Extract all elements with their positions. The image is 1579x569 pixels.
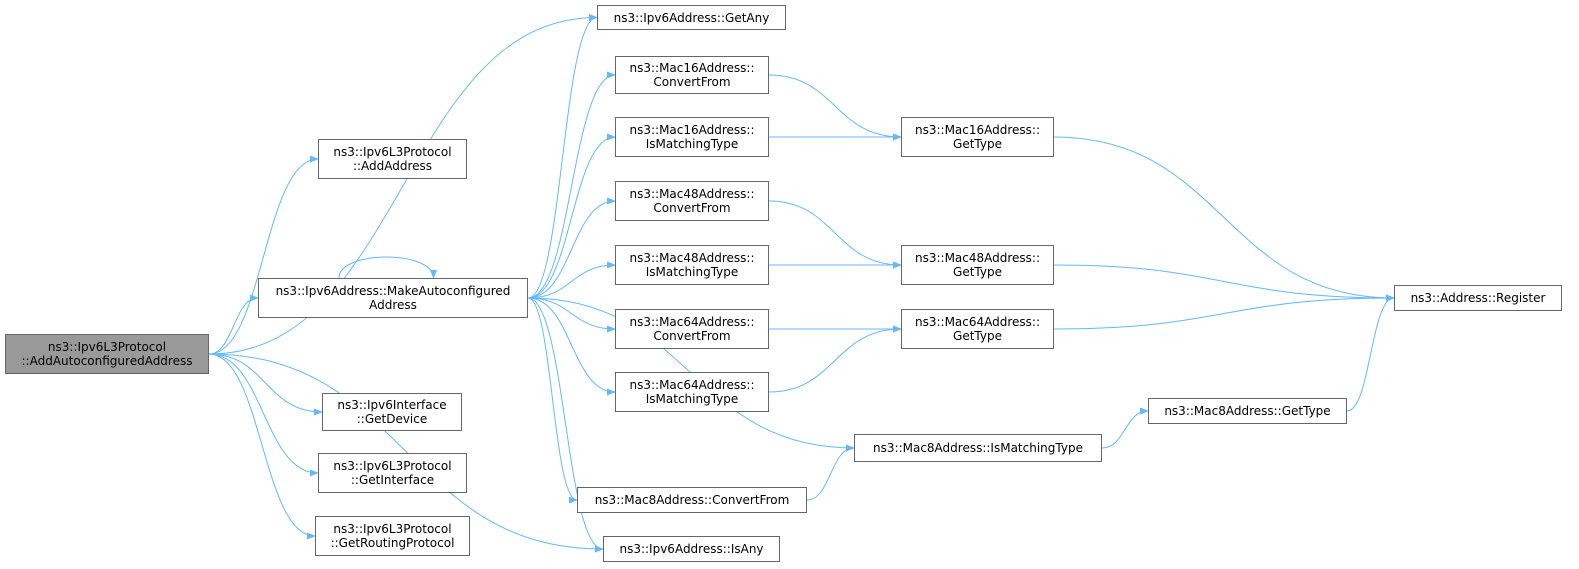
node-label-line: ns3::Ipv6Address::MakeAutoconfigured <box>275 284 511 298</box>
node-label-line: ns3::Ipv6L3Protocol <box>47 340 167 354</box>
node-label-line: ns3::Ipv6L3Protocol <box>333 145 452 159</box>
node-m16type[interactable]: ns3::Mac16Address::GetType <box>901 117 1054 157</box>
edge-m8conv-to-m8match <box>806 444 855 501</box>
edge-makeauto-to-m48conv <box>527 197 616 299</box>
node-label-line: ns3::Mac48Address:: <box>629 187 755 201</box>
edge-makeauto-to-m64match <box>527 297 616 396</box>
node-label-line: IsMatchingType <box>645 137 739 151</box>
edge-makeauto-to-getany <box>527 13 598 299</box>
node-isany[interactable]: ns3::Ipv6Address::IsAny <box>603 536 780 562</box>
node-getany[interactable]: ns3::Ipv6Address::GetAny <box>597 5 786 30</box>
edge-m64type-to-register <box>1053 294 1395 330</box>
edge-root-to-getany <box>208 13 598 355</box>
node-label-line: ns3::Mac64Address:: <box>629 378 755 392</box>
node-m16conv[interactable]: ns3::Mac16Address::ConvertFrom <box>615 56 769 94</box>
node-m64type[interactable]: ns3::Mac64Address::GetType <box>901 309 1054 349</box>
edge-root-to-isany <box>208 353 604 553</box>
node-label-line: ns3::Mac16Address:: <box>629 61 755 75</box>
node-label-line: GetType <box>953 329 1002 343</box>
node-label-line: ::AddAddress <box>352 159 433 173</box>
node-label-line: ns3::Ipv6Address::IsAny <box>619 542 764 556</box>
edge-makeauto-to-m16match <box>527 133 616 299</box>
edge-m8type-to-register <box>1346 294 1395 412</box>
edge-root-to-addaddress <box>208 155 319 355</box>
edge-m16type-to-register <box>1053 136 1395 302</box>
node-label-line: ::GetRoutingProtocol <box>330 536 455 550</box>
node-register[interactable]: ns3::Address::Register <box>1394 285 1562 311</box>
node-label-line: ns3::Mac64Address:: <box>629 315 755 329</box>
edge-m16conv-to-m16type <box>768 74 902 141</box>
node-m48type[interactable]: ns3::Mac48Address::GetType <box>901 245 1054 285</box>
node-label-line: ::GetDevice <box>356 412 428 426</box>
node-label-line: ::GetInterface <box>350 473 435 487</box>
node-getdevice[interactable]: ns3::Ipv6Interface::GetDevice <box>322 393 462 431</box>
edge-root-to-getdevice <box>208 353 323 416</box>
node-label-line: ns3::Mac16Address:: <box>629 123 755 137</box>
node-label-line: ::AddAutoconfiguredAddress <box>21 354 193 368</box>
node-label-line: Address <box>369 298 417 312</box>
node-addaddress[interactable]: ns3::Ipv6L3Protocol::AddAddress <box>318 139 467 179</box>
node-label-line: IsMatchingType <box>645 392 739 406</box>
node-m8type[interactable]: ns3::Mac8Address::GetType <box>1148 398 1347 424</box>
node-m64match[interactable]: ns3::Mac64Address::IsMatchingType <box>615 372 769 412</box>
node-label-line: ns3::Ipv6Address::GetAny <box>613 10 770 25</box>
node-label-line: ns3::Ipv6Interface <box>337 398 447 412</box>
node-label-line: GetType <box>953 137 1002 151</box>
edge-m64match-to-m64type <box>768 325 902 393</box>
edge-makeauto-to-isany <box>527 297 604 553</box>
node-label-line: ConvertFrom <box>653 201 731 215</box>
node-label-line: ns3::Mac8Address::ConvertFrom <box>594 493 790 507</box>
node-label-line: ns3::Mac64Address:: <box>914 315 1041 329</box>
edge-makeauto-to-m16conv <box>527 71 616 299</box>
node-m8match[interactable]: ns3::Mac8Address::IsMatchingType <box>854 434 1102 462</box>
edge-makeauto-to-makeauto <box>338 256 438 279</box>
node-m8conv[interactable]: ns3::Mac8Address::ConvertFrom <box>577 487 807 513</box>
edge-m8match-to-m8type <box>1101 407 1149 449</box>
edge-m48type-to-register <box>1053 264 1395 302</box>
node-label-line: GetType <box>953 265 1002 279</box>
node-getrouting[interactable]: ns3::Ipv6L3Protocol::GetRoutingProtocol <box>315 516 470 556</box>
node-label-line: ns3::Mac48Address:: <box>914 251 1041 265</box>
node-label-line: ns3::Ipv6L3Protocol <box>333 459 452 473</box>
node-m16match[interactable]: ns3::Mac16Address::IsMatchingType <box>615 117 769 157</box>
edge-m48conv-to-m48type <box>768 200 902 269</box>
node-label-line: ns3::Address::Register <box>1410 291 1546 305</box>
edge-makeauto-to-m64conv <box>527 297 616 333</box>
node-m48match[interactable]: ns3::Mac48Address::IsMatchingType <box>615 245 769 285</box>
node-label-line: ns3::Mac8Address::GetType <box>1164 404 1331 418</box>
node-label-line: ns3::Mac8Address::IsMatchingType <box>873 441 1083 455</box>
edge-root-to-makeauto <box>208 294 259 355</box>
edge-makeauto-to-m8conv <box>527 297 578 504</box>
node-label-line: ns3::Mac48Address:: <box>629 251 755 265</box>
node-m48conv[interactable]: ns3::Mac48Address::ConvertFrom <box>615 181 769 221</box>
node-label-line: ConvertFrom <box>653 75 731 89</box>
node-label-line: ns3::Ipv6L3Protocol <box>333 522 452 536</box>
node-m64conv[interactable]: ns3::Mac64Address::ConvertFrom <box>615 309 769 349</box>
node-root[interactable]: ns3::Ipv6L3Protocol::AddAutoconfiguredAd… <box>5 334 209 374</box>
node-label-line: ns3::Mac16Address:: <box>914 123 1041 137</box>
node-getinterface[interactable]: ns3::Ipv6L3Protocol::GetInterface <box>318 453 467 493</box>
edge-root-to-getrouting <box>208 353 316 540</box>
edge-makeauto-to-m48match <box>527 261 616 299</box>
node-label-line: IsMatchingType <box>645 265 739 279</box>
edge-root-to-getinterface <box>208 353 319 477</box>
node-label-line: ConvertFrom <box>653 329 731 343</box>
